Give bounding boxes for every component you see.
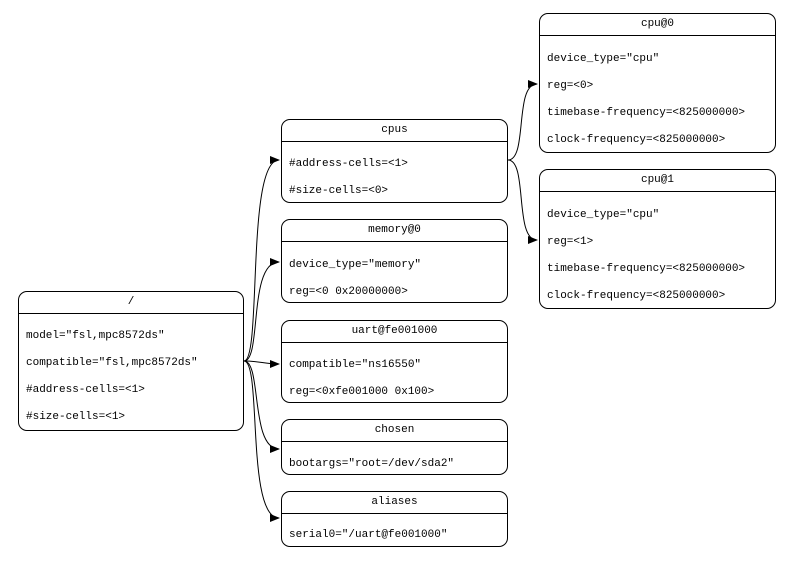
node-cpu1-title: cpu@1 [540,170,775,192]
edge-root-memory [243,258,280,362]
edge-cpus-cpu0 [507,80,538,161]
edge-root-chosen [243,360,280,453]
node-uart: uart@fe001000 compatible="ns16550" reg=<… [281,320,508,403]
node-chosen-title: chosen [282,420,507,442]
node-root-title: / [19,292,243,314]
node-memory: memory@0 device_type="memory" reg=<0 0x2… [281,219,508,303]
node-cpus: cpus #address-cells=<1> #size-cells=<0> [281,119,508,203]
node-cpu0-prop: reg=<0> [547,80,594,92]
edge-root-cpus [243,156,280,362]
node-cpus-title: cpus [282,120,507,142]
node-cpu1-prop: clock-frequency=<825000000> [547,290,726,302]
node-cpu1-prop: reg=<1> [547,236,594,248]
node-cpu0-prop: timebase-frequency=<825000000> [547,107,746,119]
node-memory-prop: reg=<0 0x20000000> [289,286,408,298]
node-root-prop: #size-cells=<1> [26,411,126,423]
node-uart-title: uart@fe001000 [282,321,507,343]
node-root: / model="fsl,mpc8572ds" compatible="fsl,… [18,291,244,431]
node-root-prop: #address-cells=<1> [26,384,145,396]
node-root-prop: compatible="fsl,mpc8572ds" [26,357,198,369]
node-aliases-prop: serial0="/uart@fe001000" [289,529,448,541]
edge-cpus-cpu1 [507,159,538,244]
node-cpu0-prop: clock-frequency=<825000000> [547,134,726,146]
node-aliases-title: aliases [282,492,507,514]
edge-root-aliases [243,360,280,522]
node-root-prop: model="fsl,mpc8572ds" [26,330,165,342]
node-cpus-prop: #address-cells=<1> [289,158,408,170]
node-cpu0-prop: device_type="cpu" [547,53,660,65]
node-cpu0-title: cpu@0 [540,14,775,36]
node-chosen-prop: bootargs="root=/dev/sda2" [289,458,455,470]
node-uart-prop: reg=<0xfe001000 0x100> [289,386,435,398]
node-cpu1-prop: device_type="cpu" [547,209,660,221]
node-chosen: chosen bootargs="root=/dev/sda2" [281,419,508,475]
node-uart-prop: compatible="ns16550" [289,359,422,371]
node-aliases: aliases serial0="/uart@fe001000" [281,491,508,547]
node-cpu1: cpu@1 device_type="cpu" reg=<1> timebase… [539,169,776,309]
node-memory-title: memory@0 [282,220,507,242]
edge-root-uart [243,359,280,368]
node-memory-prop: device_type="memory" [289,259,422,271]
node-cpu1-prop: timebase-frequency=<825000000> [547,263,746,275]
node-cpus-prop: #size-cells=<0> [289,185,389,197]
node-cpu0: cpu@0 device_type="cpu" reg=<0> timebase… [539,13,776,153]
